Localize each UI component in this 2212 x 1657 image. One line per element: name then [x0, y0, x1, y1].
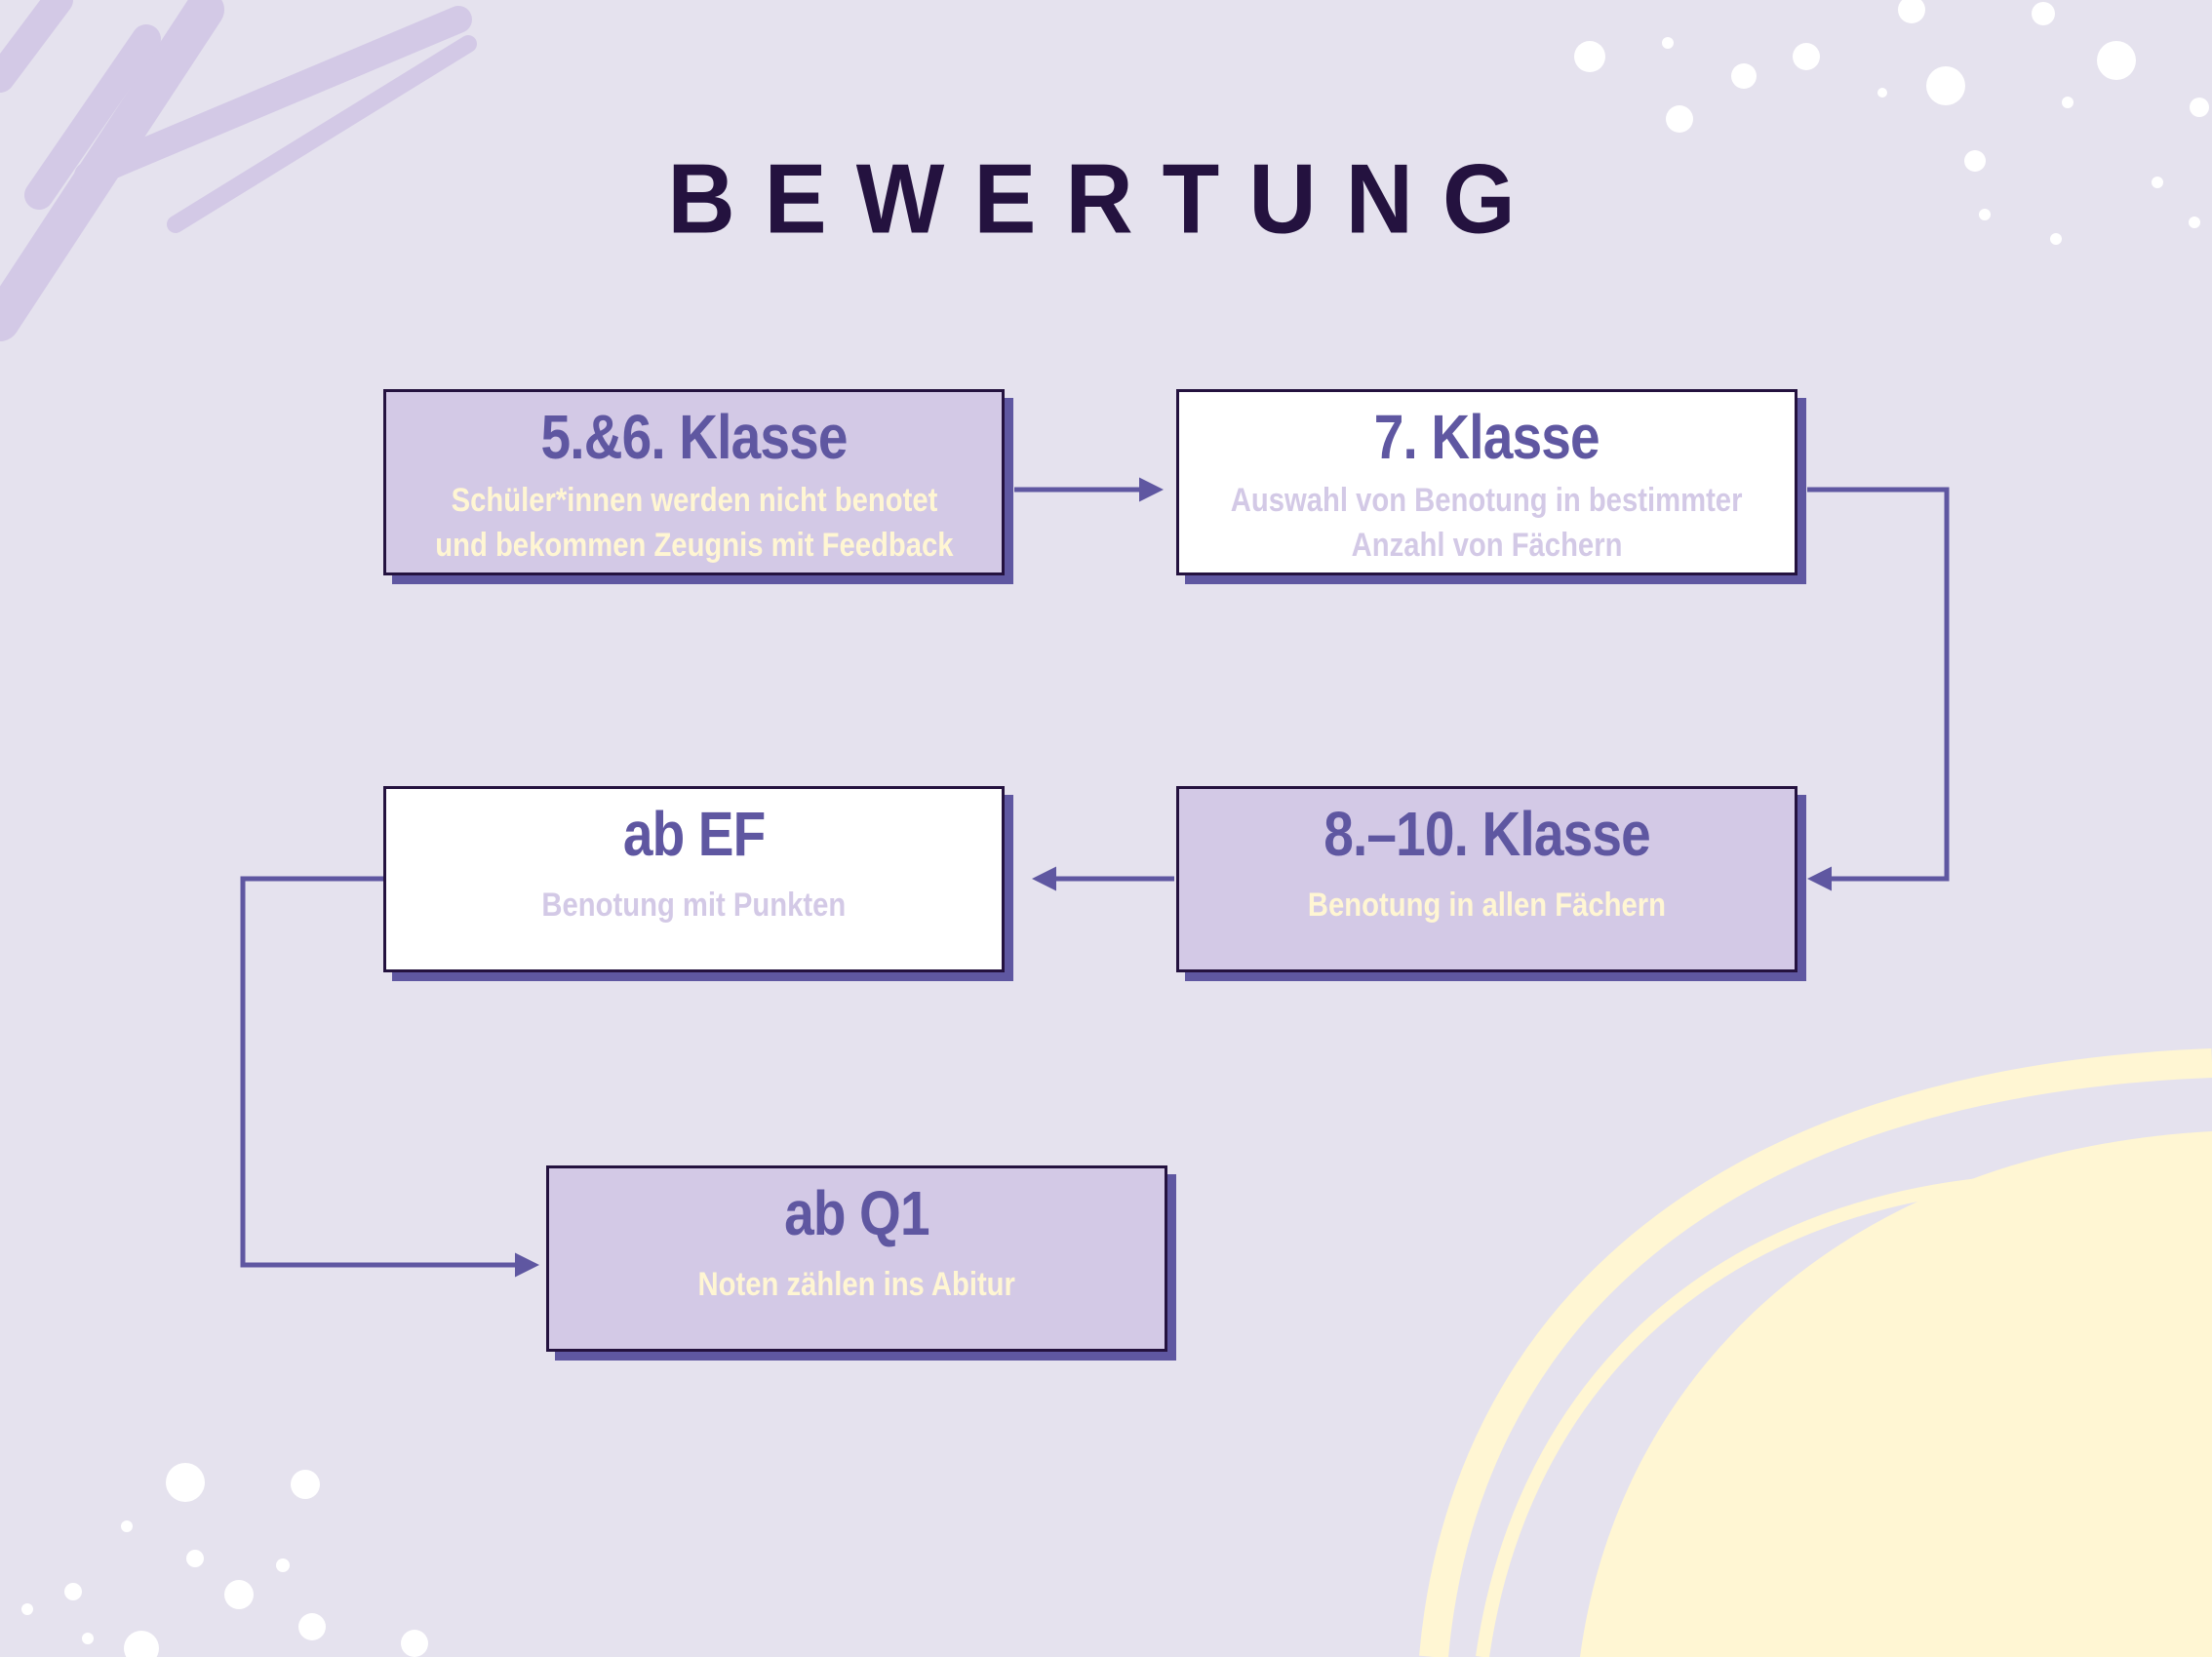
step-description: Benotung in allen Fächern: [1307, 887, 1667, 924]
step-description: Noten zählen ins Abitur: [697, 1266, 1016, 1303]
step-heading: 8.–10. Klasse: [1323, 799, 1650, 869]
brush-stroke-top-left: [0, 0, 477, 341]
brush-circle-bottom-right: [1419, 1048, 2212, 1657]
step-8-10-klasse: 8.–10. Klasse Benotung in allen Fächern: [1176, 786, 1797, 972]
step-ab-q1: ab Q1 Noten zählen ins Abitur: [546, 1165, 1167, 1352]
step-heading: ab EF: [622, 799, 766, 869]
arrow-step4-to-step5: [240, 876, 539, 1278]
step-5-6-klasse: 5.&6. Klasse Schüler*innen werden nicht …: [383, 389, 1005, 575]
page-title: BEWERTUNG: [667, 144, 1545, 255]
step-description: Benotung mit Punkten: [541, 887, 847, 924]
step-ab-ef: ab EF Benotung mit Punkten: [383, 786, 1005, 972]
step-heading: 7. Klasse: [1374, 402, 1600, 472]
step-heading: ab Q1: [784, 1178, 930, 1248]
step-7-klasse: 7. Klasse Auswahl von Benotung in bestim…: [1176, 389, 1797, 575]
step-heading: 5.&6. Klasse: [540, 402, 848, 472]
dots-bottom-left: [21, 1463, 428, 1657]
dots-top-right: [1574, 0, 2209, 245]
arrow-step2-to-step3: [1807, 487, 1950, 891]
